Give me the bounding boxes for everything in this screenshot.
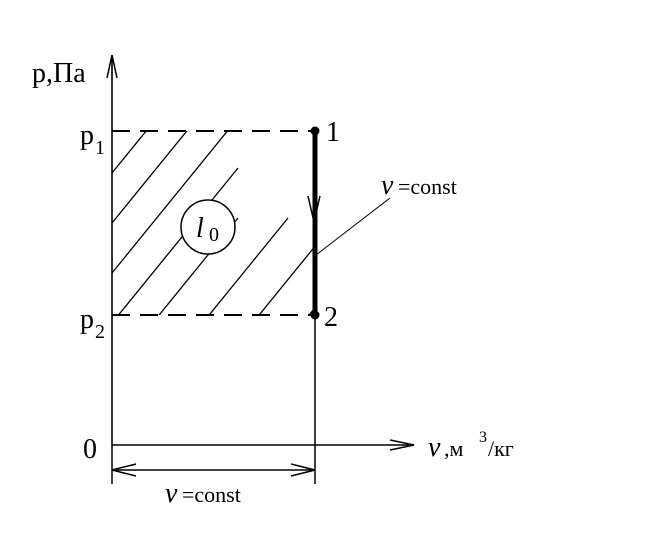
y-axis-arrow	[106, 54, 118, 79]
area-label-sub: 0	[209, 224, 219, 246]
state-point-2	[310, 310, 320, 320]
dimension-arrow-right	[290, 463, 316, 477]
state-1-label: 1	[326, 117, 340, 148]
p2-label: p	[80, 304, 94, 335]
dimension-arrow-left	[111, 463, 137, 477]
p2-subscript: 2	[95, 321, 105, 343]
x-axis-symbol: v	[428, 432, 441, 463]
p1-label: p	[80, 120, 94, 151]
process-leader-line	[315, 197, 391, 256]
x-axis-unit-suffix: /кг	[488, 436, 514, 461]
area-label-circle	[180, 199, 236, 255]
dimension-label-symbol: v	[165, 478, 178, 509]
x-axis-unit-exponent: 3	[479, 429, 487, 446]
area-label-l: l	[196, 213, 204, 244]
state-2-label: 2	[324, 302, 338, 333]
dimension-label-text: =const	[182, 482, 241, 507]
x-axis-arrow	[389, 439, 415, 451]
state-point-1	[310, 126, 320, 136]
x-axis-unit-prefix: ,м	[444, 436, 464, 461]
process-label-text: =const	[398, 174, 457, 199]
work-area-hatching	[112, 131, 315, 315]
p1-subscript: 1	[95, 137, 105, 159]
y-axis-label: p,Па	[32, 58, 86, 89]
process-direction-arrow	[307, 195, 321, 223]
process-label-symbol: v	[381, 170, 394, 201]
origin-label: 0	[83, 434, 97, 465]
